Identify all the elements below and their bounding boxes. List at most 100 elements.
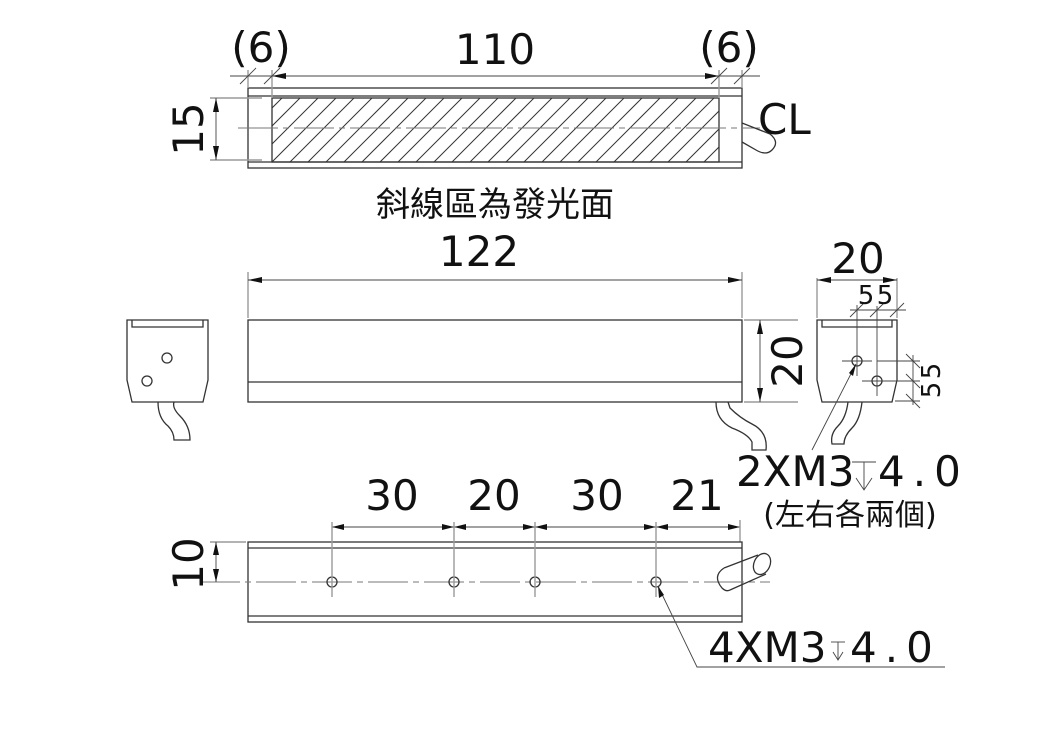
arrow-head (332, 524, 344, 530)
arrow-head (817, 277, 831, 283)
tick-mark (905, 353, 921, 369)
bottom-hole-callout: 4XM3 (708, 623, 826, 672)
hatch-line (343, 98, 409, 162)
hatch-line (685, 128, 719, 162)
tick-mark (263, 67, 281, 85)
hatch-line (272, 98, 337, 162)
dim-height-10: 10 (164, 537, 213, 590)
dim-hole-horizontal-2: 5 (877, 281, 894, 311)
arrow-head (248, 277, 262, 283)
dim-hole-vertical-1: 5 (917, 363, 947, 380)
tick-mark (869, 302, 885, 318)
arrow-head (757, 388, 763, 402)
left-end-top-lip (131, 320, 204, 328)
dim-height-15: 15 (164, 102, 213, 155)
leader-line (811, 363, 857, 451)
tick-mark (733, 67, 751, 85)
tick-mark (849, 302, 865, 318)
hatch-line (577, 98, 643, 162)
hatch-line (361, 98, 427, 162)
right-end-view: 20 5 5 5 5 2XM3 (736, 234, 969, 533)
dim-hole-vertical-2: 5 (917, 382, 947, 399)
end-hole-depth: 4.0 (878, 447, 969, 496)
hatch-line (559, 98, 625, 162)
dim-end-width: 20 (831, 234, 884, 283)
arrow-head (213, 569, 219, 582)
dim-hole-horizontal-1: 5 (858, 281, 875, 311)
front-view-cable (715, 401, 767, 451)
arrow-head (728, 277, 742, 283)
left-end-view (126, 319, 209, 441)
arrow-head (644, 524, 656, 530)
leader-line (657, 585, 945, 668)
mounting-hole (141, 375, 153, 387)
arrow-head (656, 524, 668, 530)
dim-spacing-3: 30 (570, 471, 623, 520)
bottom-view: 30 20 30 21 10 4XM3 4.0 (164, 471, 945, 672)
arrow-head (213, 542, 219, 555)
hatch-line (451, 98, 517, 162)
hatch-line (272, 98, 319, 145)
emitting-area (271, 97, 720, 163)
hatch-line (595, 98, 661, 162)
hatch-line (433, 98, 499, 162)
end-hole-note: (左右各兩個) (763, 498, 936, 533)
mounting-hole (161, 352, 173, 364)
hatch-line (325, 98, 391, 162)
cable-stub (741, 122, 777, 154)
right-end-cable (830, 401, 863, 445)
arrow-head (535, 524, 547, 530)
left-end-outline (126, 319, 209, 403)
dim-spacing-4: 21 (670, 471, 723, 520)
emitting-area-hatching (272, 98, 719, 162)
dim-spacing-1: 30 (365, 471, 418, 520)
arrow-head (728, 524, 740, 530)
arrow-head (705, 73, 719, 79)
dim-left-margin: (6) (231, 23, 291, 72)
hatch-line (415, 98, 481, 162)
front-view: 122 20 (247, 227, 812, 451)
hatch-line (469, 98, 535, 162)
tick-mark (239, 67, 257, 85)
arrow-head (213, 146, 219, 160)
hatch-line (487, 98, 553, 162)
hatch-line (272, 98, 301, 127)
left-end-cable (157, 401, 191, 441)
hatch-line (649, 98, 715, 162)
centerline-label: CL (758, 95, 811, 144)
bottom-cable (716, 552, 772, 592)
hatch-line (667, 110, 719, 162)
arrow-head (272, 73, 286, 79)
arrow-head (757, 320, 763, 334)
depth-symbol-icon (831, 641, 845, 661)
top-view: (6) 110 (6) 15 CL 斜線區為發光面 (164, 23, 811, 225)
bottom-holes (326, 522, 662, 597)
front-view-body (247, 319, 743, 403)
arrow-head (523, 524, 535, 530)
tick-mark (905, 393, 921, 409)
arrow-head (442, 524, 454, 530)
hatch-line (379, 98, 445, 162)
arrow-head (454, 524, 466, 530)
end-hole-callout: 2XM3 (736, 447, 854, 496)
caption-emitting-area: 斜線區為發光面 (376, 185, 614, 225)
tick-mark (905, 373, 921, 389)
spacing-arrows (332, 520, 741, 542)
hatch-line (541, 98, 607, 162)
hatch-line (307, 98, 373, 162)
dim-spacing-2: 20 (467, 471, 520, 520)
arrow-head (883, 277, 897, 283)
arrow-head (213, 98, 219, 112)
hatch-line (523, 98, 589, 162)
hatch-line (397, 98, 463, 162)
dim-emitting-length: 110 (455, 25, 535, 74)
dim-height-20: 20 (763, 334, 812, 387)
dim-total-length: 122 (439, 227, 519, 276)
hatch-line (505, 98, 571, 162)
depth-symbol-icon (852, 461, 876, 491)
arrow-head (658, 586, 664, 598)
hatch-line (289, 98, 355, 162)
tick-mark (889, 302, 905, 318)
hatch-line (631, 98, 697, 162)
